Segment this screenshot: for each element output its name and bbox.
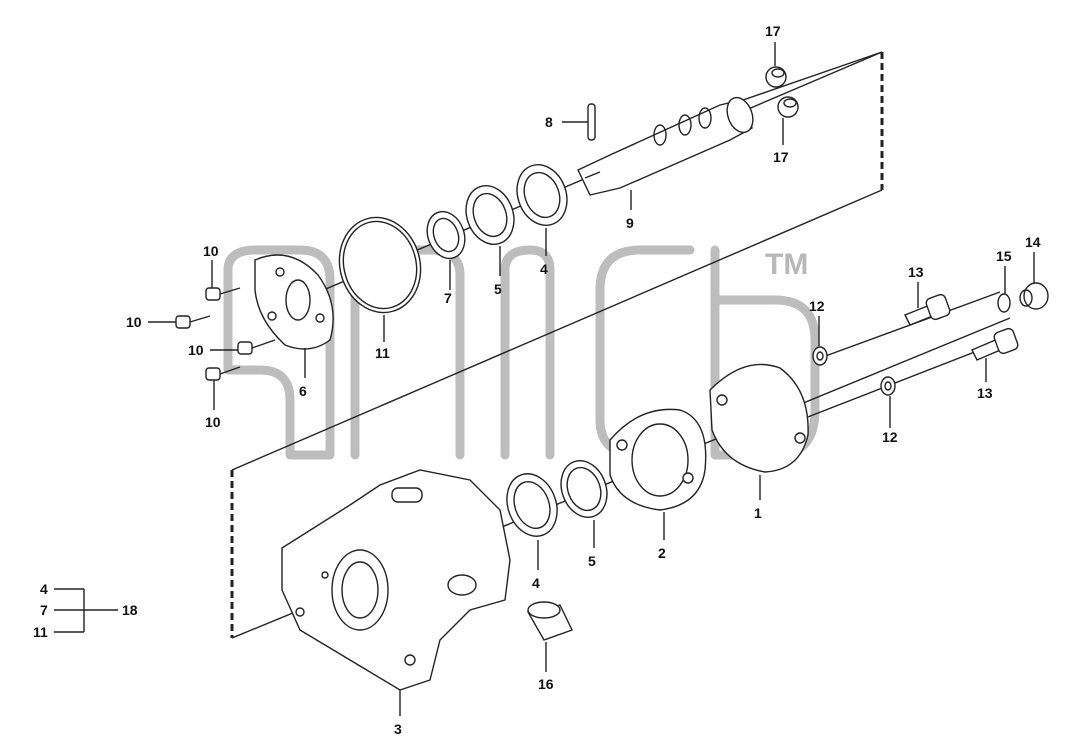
watermark-trademark: TM — [765, 248, 808, 281]
bolt-part-13-lower — [971, 327, 1019, 361]
callout-12-lower: 12 — [882, 429, 898, 445]
washer-part-12-lower — [880, 376, 896, 396]
seal-ring-5-lower — [560, 460, 608, 518]
callout-15: 15 — [996, 248, 1012, 264]
callout-4-lower: 4 — [532, 575, 540, 591]
kit-legend-item-4: 4 — [40, 581, 48, 597]
leader-lines — [148, 42, 1035, 716]
callout-7: 7 — [444, 290, 452, 306]
seal-ring-5-upper — [465, 185, 515, 245]
washer-part-12-upper — [812, 346, 828, 366]
callout-4-upper: 4 — [540, 261, 548, 277]
callout-11: 11 — [375, 345, 390, 361]
callout-labels: 1 2 3 4 4 5 5 6 7 8 9 10 10 10 10 11 12 … — [126, 23, 1041, 737]
callout-9: 9 — [626, 215, 634, 231]
washer-part-15 — [997, 293, 1011, 313]
callout-1: 1 — [754, 505, 762, 521]
kit-legend-result-18: 18 — [122, 602, 138, 618]
screw-part-10-c — [237, 339, 276, 355]
bolt-part-13-upper — [904, 293, 951, 326]
callout-8: 8 — [545, 114, 553, 130]
screw-part-10-a — [205, 287, 241, 301]
plug-part-17-lower — [777, 96, 799, 118]
cap-nut-part-14 — [1019, 282, 1049, 310]
callout-17-lower: 17 — [773, 149, 789, 165]
plug-part-17-upper — [765, 66, 787, 88]
callout-5-lower: 5 — [588, 553, 596, 569]
cover-plate-part-1 — [709, 363, 809, 473]
callout-10-c: 10 — [188, 342, 204, 358]
callout-14: 14 — [1025, 234, 1041, 250]
kit-legend-item-7: 7 — [40, 602, 48, 618]
pin-part-8 — [587, 103, 596, 141]
housing-part-3 — [281, 469, 511, 691]
callout-5-upper: 5 — [494, 281, 502, 297]
flange-part-6 — [254, 254, 334, 350]
seal-ring-4-upper — [516, 164, 568, 226]
callout-2: 2 — [658, 545, 666, 561]
ring-part-7 — [426, 210, 466, 260]
callout-13-lower: 13 — [977, 385, 993, 401]
seal-ring-4-lower — [506, 473, 558, 537]
callout-6: 6 — [299, 383, 307, 399]
spool-part-9 — [577, 96, 754, 196]
kit-legend-item-11: 11 — [33, 624, 48, 640]
o-ring-part-11 — [338, 216, 422, 314]
callout-10-a: 10 — [203, 243, 219, 259]
callout-10-d: 10 — [205, 414, 221, 430]
callout-10-b: 10 — [126, 314, 142, 330]
callout-12-upper: 12 — [809, 298, 825, 314]
screw-part-10-b — [175, 315, 211, 329]
callout-13-upper: 13 — [908, 264, 924, 280]
callout-3: 3 — [394, 721, 402, 737]
kit-legend: 4 7 11 18 — [33, 581, 138, 640]
screw-part-10-d — [205, 366, 241, 381]
plug-part-16 — [526, 601, 573, 641]
callout-17-upper: 17 — [765, 23, 781, 39]
gasket-part-2 — [609, 408, 707, 511]
callout-16: 16 — [538, 676, 554, 692]
